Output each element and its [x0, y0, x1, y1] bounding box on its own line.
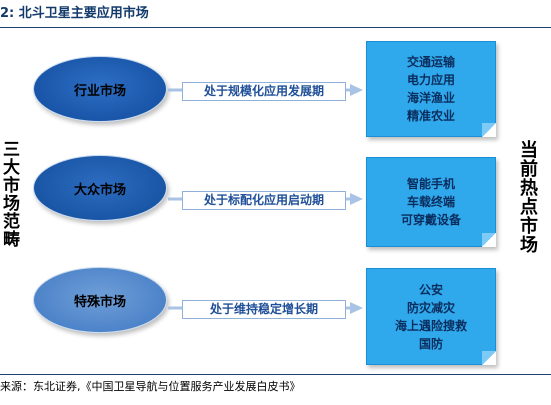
- market-ellipse-industry: 行业市场: [33, 56, 167, 122]
- page-fold-icon: [482, 351, 496, 365]
- source-note: 来源：东北证券,《中国卫星导航与位置服务产业发展白皮书》: [0, 380, 301, 393]
- phase-label: 处于规模化应用发展期: [182, 82, 346, 101]
- phase-label: 处于标配化应用启动期: [182, 191, 346, 210]
- hotspot-item: 公安: [418, 282, 443, 297]
- bottom-rule: [0, 374, 551, 375]
- hotspot-note-industry: 交通运输 电力应用 海洋渔业 精准农业: [366, 41, 496, 137]
- market-ellipse-special: 特殊市场: [33, 267, 167, 333]
- phase-arrow-special: 处于维持稳定增长期: [168, 293, 363, 323]
- right-category-label: 当前热点市场: [517, 140, 538, 254]
- hotspot-note-mass: 智能手机 车载终端 可穿戴设备: [366, 157, 496, 247]
- phase-label: 处于维持稳定增长期: [182, 300, 346, 319]
- hotspot-item: 海洋渔业: [406, 91, 455, 105]
- hotspot-item: 防灾减灾: [406, 300, 455, 315]
- market-label: 行业市场: [73, 83, 126, 99]
- phase-arrow-mass: 处于标配化应用启动期: [168, 184, 363, 214]
- hotspot-item: 车载终端: [406, 195, 455, 209]
- left-category-label: 三大市场范畴: [0, 140, 19, 248]
- hotspot-item: 电力应用: [406, 73, 455, 87]
- market-label: 大众市场: [73, 182, 126, 198]
- hotspot-item: 国防: [418, 336, 443, 351]
- phase-arrow-industry: 处于规模化应用发展期: [168, 75, 363, 105]
- market-ellipse-mass: 大众市场: [33, 155, 167, 221]
- page-fold-icon: [482, 233, 496, 247]
- hotspot-note-special: 公安 防灾减灾 海上遇险搜救 国防: [366, 268, 496, 365]
- hotspot-item: 海上遇险搜救: [394, 318, 467, 333]
- figure-title: 2: 北斗卫星主要应用市场: [0, 6, 149, 21]
- top-rule: [0, 27, 551, 28]
- hotspot-item: 交通运输: [406, 55, 455, 69]
- hotspot-item: 可穿戴设备: [400, 213, 461, 227]
- hotspot-item: 智能手机: [406, 177, 455, 191]
- hotspot-item: 精准农业: [406, 109, 455, 123]
- page-fold-icon: [482, 123, 496, 137]
- market-label: 特殊市场: [73, 294, 126, 310]
